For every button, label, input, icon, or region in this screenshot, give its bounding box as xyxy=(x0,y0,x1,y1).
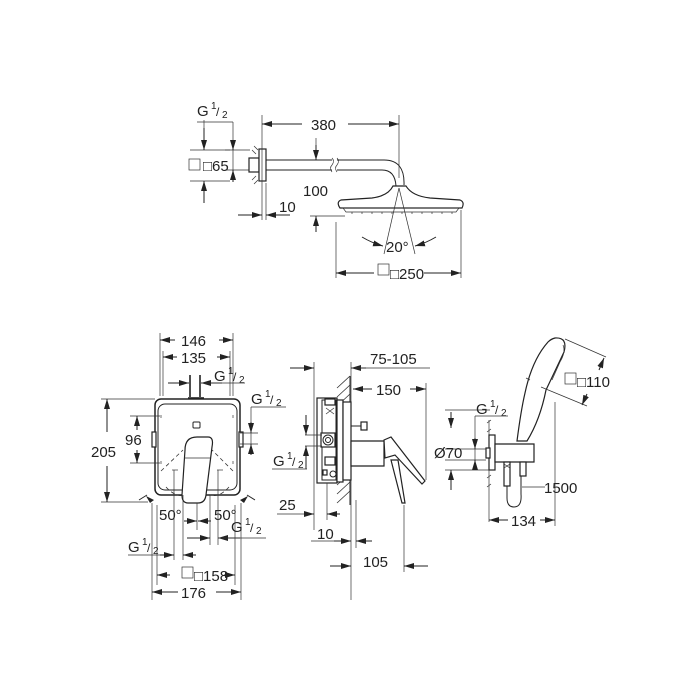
svg-text:2: 2 xyxy=(222,110,228,121)
svg-text:/: / xyxy=(233,370,237,384)
valve-top-thread-label: G 1 / 2 xyxy=(214,366,245,386)
svg-text:/: / xyxy=(495,403,499,417)
shower-thread-label: G 1 / 2 xyxy=(197,101,228,121)
projection-dim: 150 xyxy=(376,382,401,399)
svg-text:/: / xyxy=(250,521,254,535)
valve-bottom-right-thread-label: G 1 / 2 xyxy=(231,517,262,537)
offset-dim: 134 xyxy=(511,513,536,530)
arm-length-dim: 380 xyxy=(311,117,336,134)
outlet-diameter-dim: Ø70 xyxy=(434,445,462,462)
height-inner-dim: 96 xyxy=(125,432,142,449)
svg-text:1: 1 xyxy=(211,101,217,112)
svg-text:G: G xyxy=(251,391,263,408)
svg-text:2: 2 xyxy=(298,460,304,471)
svg-text:G: G xyxy=(214,368,226,385)
flange-size-dim: □65 xyxy=(203,158,229,175)
valve-right-thread-label: G 1 / 2 xyxy=(251,389,282,409)
svg-text:2: 2 xyxy=(153,546,159,557)
depth-105-dim: 105 xyxy=(363,554,388,571)
svg-text:1: 1 xyxy=(490,399,496,410)
svg-text:G: G xyxy=(128,539,140,556)
svg-text:2: 2 xyxy=(239,375,245,386)
svg-text:1: 1 xyxy=(265,389,271,400)
head-size-dim: □250 xyxy=(390,266,424,283)
hand-shower-view: □110 G 1 / 2 Ø70 1500 xyxy=(434,337,610,530)
valve-bottom-left-thread-label: G 1 / 2 xyxy=(128,537,159,557)
svg-text:/: / xyxy=(216,105,220,119)
depth-10-dim: 10 xyxy=(317,526,334,543)
valve-side-thread-label: G 1 / 2 xyxy=(273,451,304,471)
svg-text:1: 1 xyxy=(287,451,293,462)
svg-text:G: G xyxy=(273,453,285,470)
valve-front-view: 146 135 G 1 / 2 xyxy=(91,333,286,602)
svg-text:/: / xyxy=(270,393,274,407)
svg-text:/: / xyxy=(292,455,296,469)
svg-text:2: 2 xyxy=(501,408,507,419)
wall-range-dim: 75-105 xyxy=(370,351,417,368)
shower-head-view: G 1 / 2 □65 380 xyxy=(188,101,464,283)
width-inner-dim: 135 xyxy=(181,350,206,367)
svg-text:G: G xyxy=(476,401,488,418)
angle-left-dim: 50° xyxy=(159,507,182,524)
hand-head-size-dim: □110 xyxy=(577,374,610,391)
plate-size-dim: □158 xyxy=(194,568,228,585)
hose-length-dim: 1500 xyxy=(544,480,577,497)
svg-text:1: 1 xyxy=(228,366,234,377)
hand-thread-label: G 1 / 2 xyxy=(476,399,507,419)
svg-text:1: 1 xyxy=(142,537,148,548)
svg-text:/: / xyxy=(147,541,151,555)
angle-right-dim: 50° xyxy=(214,507,237,524)
svg-text:1: 1 xyxy=(245,517,251,528)
drop-height-dim: 100 xyxy=(303,183,328,200)
svg-text:2: 2 xyxy=(276,398,282,409)
total-width-dim: 176 xyxy=(181,585,206,602)
width-outer-dim: 146 xyxy=(181,333,206,350)
depth-25-dim: 25 xyxy=(279,497,296,514)
svg-text:G: G xyxy=(197,103,209,120)
height-outer-dim: 205 xyxy=(91,444,116,461)
wall-gap-dim: 10 xyxy=(279,199,296,216)
svg-text:2: 2 xyxy=(256,526,262,537)
spray-angle-dim: 20° xyxy=(386,239,409,256)
svg-text:G: G xyxy=(231,519,243,536)
valve-side-view: 75-105 150 xyxy=(272,351,430,600)
